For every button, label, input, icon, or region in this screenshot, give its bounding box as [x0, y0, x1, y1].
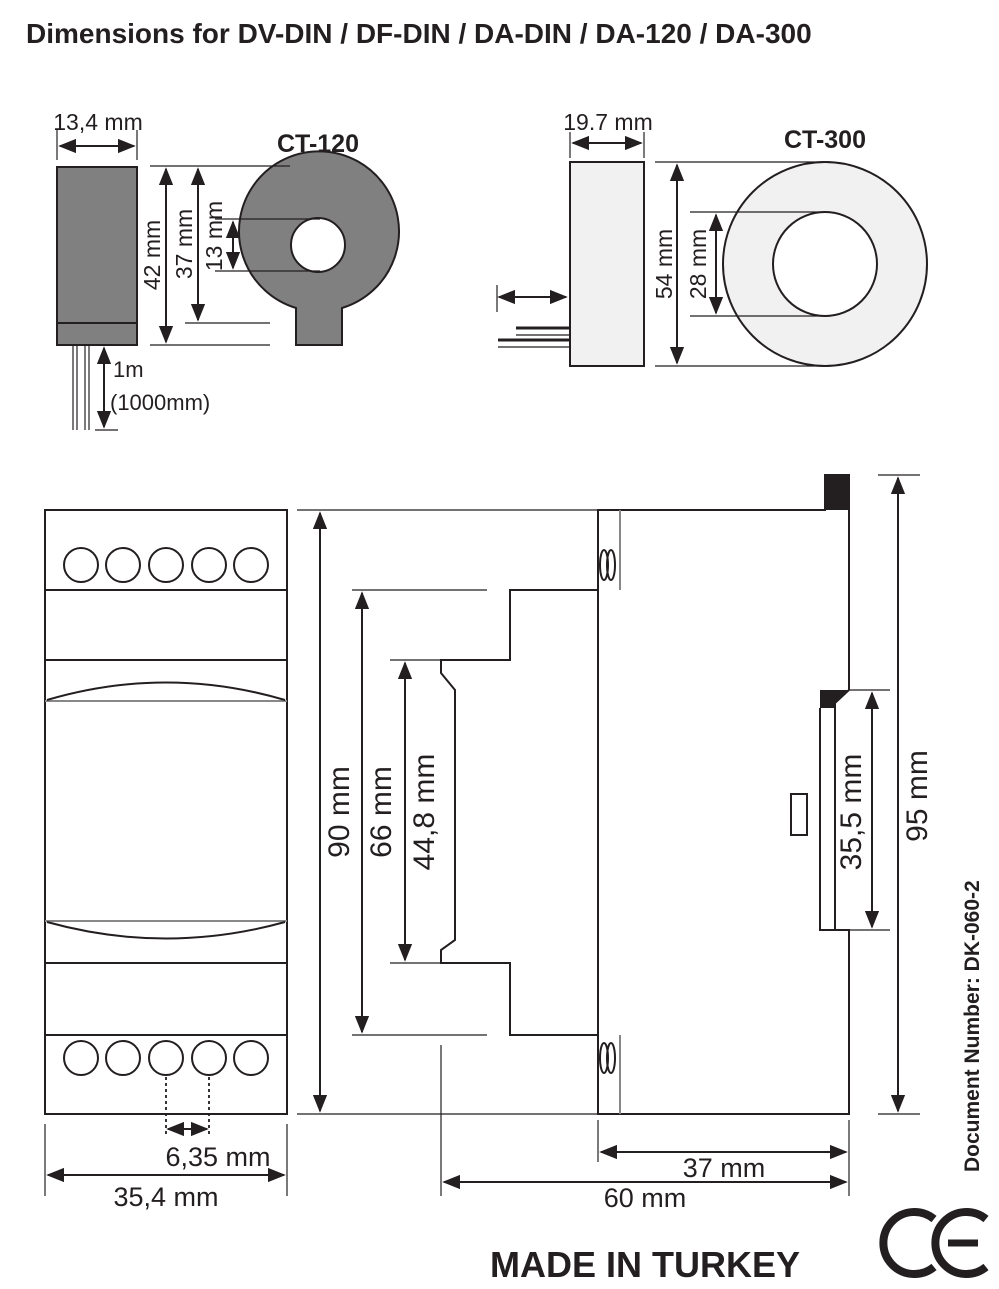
- din-rail-hook: [820, 690, 849, 708]
- ct120-drawing: 13,4 mm 1m (1000mm) 42 mm 37 mm 13 mm CT…: [53, 109, 400, 431]
- front-cover-bottom: [46, 921, 286, 940]
- page-title: Dimensions for DV-DIN / DF-DIN / DA-DIN …: [26, 18, 812, 49]
- din-clip-top: [825, 475, 849, 510]
- ct120-inner-diameter-label: 13 mm: [201, 201, 227, 271]
- terminal-screw: [63, 1040, 99, 1076]
- terminal-screw: [148, 1040, 184, 1076]
- bottom-terminal-row: [63, 1040, 269, 1076]
- ct300-width-label: 19.7 mm: [563, 109, 652, 135]
- terminal-screw: [105, 547, 141, 583]
- terminal-screw: [191, 1040, 227, 1076]
- ct120-width-label: 13,4 mm: [53, 109, 142, 135]
- terminal-screw: [233, 547, 269, 583]
- terminal-screw: [233, 1040, 269, 1076]
- top-terminal-row: [63, 547, 269, 583]
- ct120-cable-label: 1m: [113, 357, 144, 382]
- din-rail-label: 35,5 mm: [835, 754, 868, 871]
- document-number: Document Number: DK-060-2: [961, 880, 984, 1172]
- ct120-title: CT-120: [277, 130, 359, 158]
- module-front-depth-label: 37 mm: [683, 1153, 766, 1183]
- ct120-height-label: 42 mm: [139, 220, 165, 290]
- made-in-label: MADE IN TURKEY: [490, 1244, 800, 1285]
- module-total-depth-label: 60 mm: [604, 1183, 687, 1213]
- module-side-view: 90 mm 66 mm 44,8 mm 35,5 mm 95 mm 37 mm …: [297, 474, 934, 1213]
- module-height-label: 90 mm: [323, 766, 356, 858]
- module-width-label: 35,4 mm: [113, 1182, 218, 1212]
- terminal-screw: [105, 1040, 141, 1076]
- module-total-height-label: 95 mm: [901, 750, 934, 842]
- front-cover-top: [46, 681, 286, 701]
- ct300-inner-diameter-label: 28 mm: [685, 229, 711, 299]
- ce-mark-icon: [879, 1208, 989, 1278]
- ct300-side-view: [569, 161, 645, 367]
- ct120-hole: [290, 217, 346, 273]
- module-profile: [440, 474, 850, 1115]
- module-mid-height-label: 66 mm: [365, 766, 398, 858]
- terminal-pitch-label: 6,35 mm: [165, 1142, 270, 1172]
- ct300-outer-diameter-label: 54 mm: [651, 229, 677, 299]
- din-clip-slot: [790, 793, 808, 836]
- terminal-screw: [191, 547, 227, 583]
- module-body: [44, 509, 288, 1115]
- module-front-height-label: 44,8 mm: [408, 754, 441, 871]
- module-front-view: 6,35 mm 35,4 mm: [44, 509, 288, 1212]
- ct300-hole: [772, 211, 878, 317]
- ct120-cable-mm-label: (1000mm): [110, 390, 210, 415]
- ct300-title: CT-300: [784, 126, 866, 154]
- terminal-screw: [63, 547, 99, 583]
- ct120-outer-diameter-label: 37 mm: [171, 209, 197, 279]
- ct120-side-view: [56, 166, 138, 346]
- ct300-drawing: 19.7 mm 54 mm 28 mm CT-300: [496, 109, 928, 367]
- terminal-screw: [148, 547, 184, 583]
